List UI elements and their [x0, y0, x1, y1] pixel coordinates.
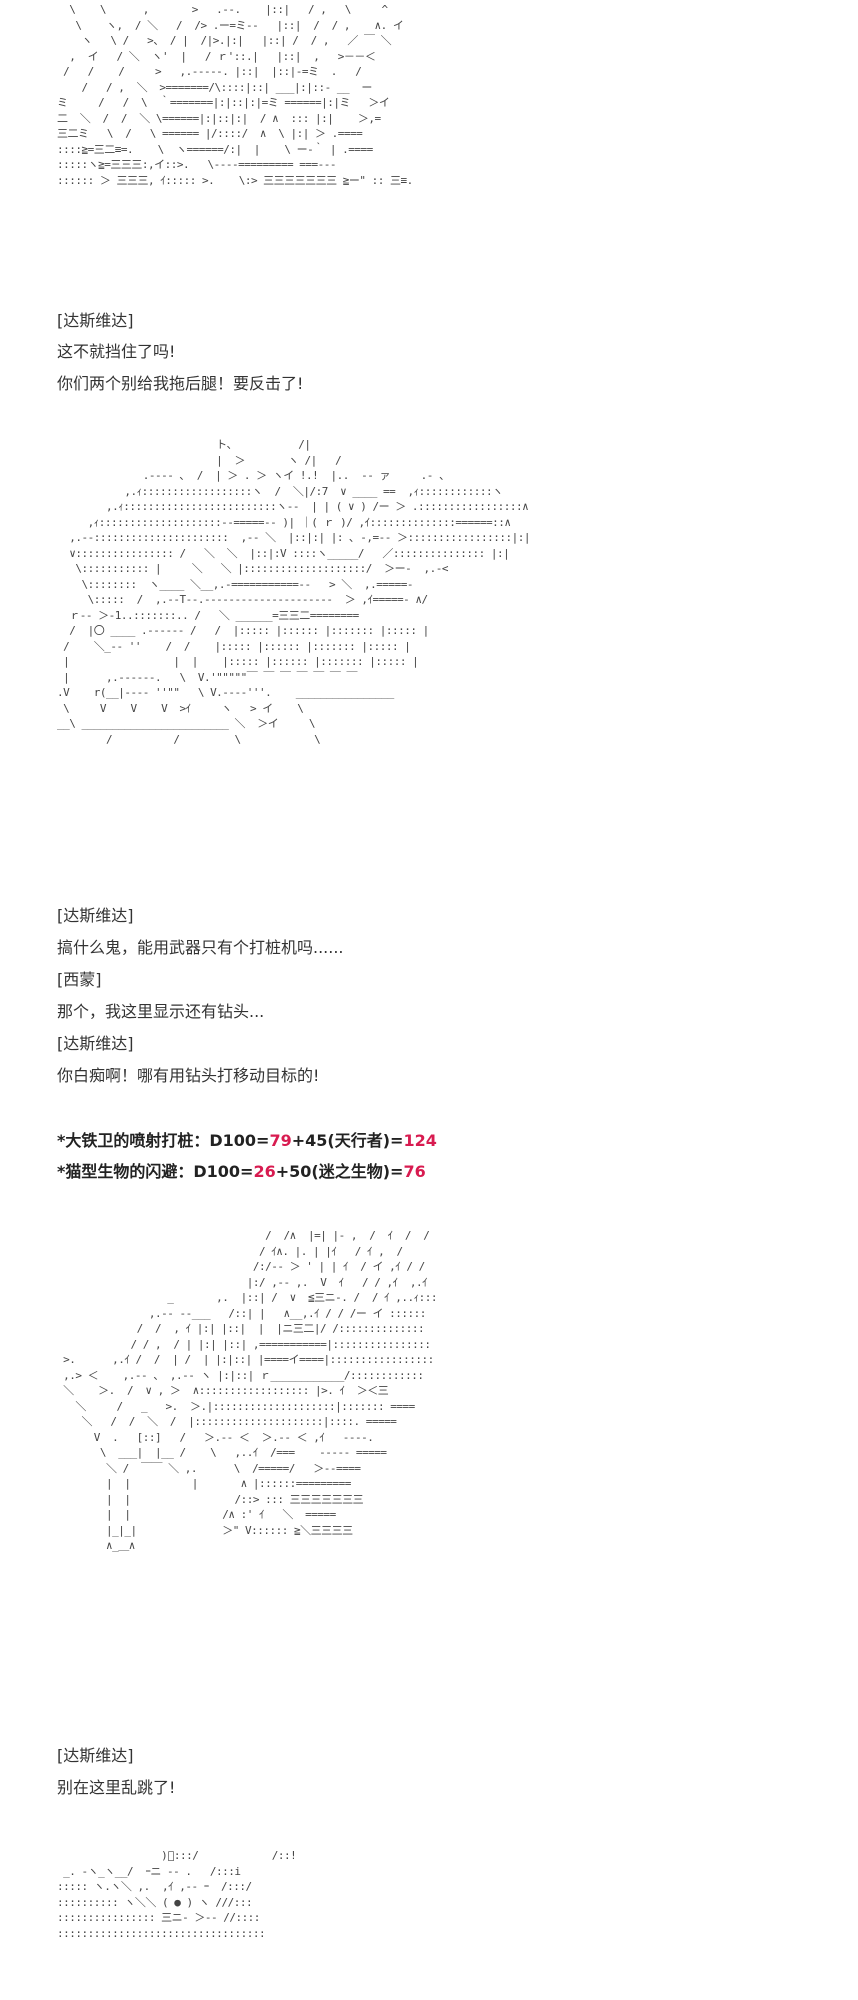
roll-modifier: +45(天行者)=: [291, 1131, 404, 1150]
ascii-art-battle-scene: \ \ , > .-‐. |::| / , \ ^ \ ヽ, / ＼ / /> …: [57, 3, 413, 187]
ascii-art-mech-machine: ト、 /| | ＞ ヽ /| / .-‐-‐ ､ / | ＞ . ＞ ヽイ !.…: [57, 438, 530, 746]
speaker-label: [达斯维达]: [57, 1034, 134, 1053]
dice-roll-line: *猫型生物的闪避：D100=26+50(迷之生物)=76: [57, 1162, 426, 1182]
speaker-label: [达斯维达]: [57, 1746, 134, 1765]
roll-modifier: +50(迷之生物)=: [275, 1162, 404, 1181]
dice-roll-line: *大铁卫的喷射打桩：D100=79+45(天行者)=124: [57, 1131, 437, 1151]
dialog-line: 你白痴啊！哪有用钻头打移动目标的!: [57, 1066, 320, 1085]
roll-value: 79: [269, 1131, 292, 1150]
roll-prefix: *猫型生物的闪避：D100=: [57, 1162, 254, 1181]
dialog-line: 那个，我这里显示还有钻头...: [57, 1002, 265, 1021]
speaker-label: [西蒙]: [57, 970, 102, 989]
roll-result: 124: [403, 1131, 437, 1150]
speaker-label: [达斯维达]: [57, 311, 134, 330]
roll-result: 76: [403, 1162, 426, 1181]
ascii-art-cat-creature-jump: / /∧ |=| |‐ , / ｲ / / / ｲ∧. |. | |ｲ / ｲ …: [63, 1229, 437, 1552]
roll-prefix: *大铁卫的喷射打桩：D100=: [57, 1131, 270, 1150]
dialog-line: 这不就挡住了吗!: [57, 342, 176, 361]
roll-value: 26: [253, 1162, 276, 1181]
dialog-line: 搞什么鬼，能用武器只有个打桩机吗......: [57, 938, 344, 957]
dialog-line: 别在这里乱跳了!: [57, 1778, 176, 1797]
dialog-line: 你们两个别给我拖后腿！要反击了!: [57, 374, 304, 393]
ascii-art-creature-eye: )ﾞ:::/ /::! _. -ヽ_ヽ__/ ｰニ -- . /:::i :::…: [57, 1849, 297, 1940]
speaker-label: [达斯维达]: [57, 906, 134, 925]
